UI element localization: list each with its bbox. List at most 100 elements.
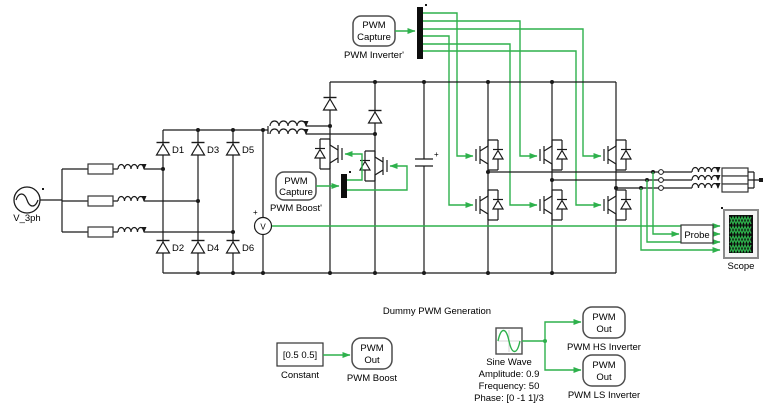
pwm-capture-boost-line1: PWM [284, 176, 307, 187]
sine-frequency: Frequency: 50 [479, 381, 540, 392]
constant-value: [0.5 0.5] [283, 350, 317, 361]
pwm-capture-inv-label: PWM Inverter' [344, 50, 404, 61]
diode-d6-label: D6 [242, 243, 254, 254]
diode-d5-label: D5 [242, 145, 254, 156]
ac-output-network [486, 166, 763, 193]
diode-d2-label: D2 [172, 243, 184, 254]
boost-inductor-2[interactable] [269, 128, 309, 135]
sine-amplitude: Amplitude: 0.9 [479, 369, 540, 380]
dc-link-capacitor[interactable]: + [415, 80, 439, 275]
igbt-ls2-icon[interactable] [539, 189, 568, 221]
current-sensor-a-icon[interactable] [658, 169, 664, 175]
inverter-bridge [330, 80, 632, 275]
pwm-out-hs-label: PWM HS Inverter [567, 342, 641, 353]
resistor-phase-b[interactable] [87, 195, 114, 207]
sine-wave-block[interactable]: Sine Wave Amplitude: 0.9 Frequency: 50 P… [474, 327, 544, 404]
pwm-out-boost-label: PWM Boost [347, 373, 398, 384]
boost-gate2-wire [347, 163, 408, 191]
load-resistor-c[interactable] [721, 183, 749, 193]
igbt-hs2-icon[interactable] [539, 139, 568, 171]
pwm-out-boost-line2: Out [364, 355, 380, 366]
inverter-gate-wires [423, 12, 602, 208]
dc-voltmeter-block[interactable]: V + [253, 130, 273, 273]
demux-bar-inverter[interactable] [417, 7, 423, 59]
rectifier-bridge[interactable]: D1 D3 D5 D2 D4 D6 [155, 128, 617, 275]
igbt-hs3-icon[interactable] [603, 139, 632, 171]
diode-d4-icon[interactable] [190, 239, 206, 254]
pwm-out-boost-block[interactable]: PWM Out PWM Boost [347, 337, 398, 384]
source-label: V_3ph [13, 213, 40, 224]
measurement-wires [272, 172, 721, 253]
filter-inductor-a[interactable] [691, 166, 721, 173]
load-resistor-b[interactable] [721, 175, 749, 185]
pwm-capture-inv-line1: PWM [362, 20, 385, 31]
inverter-legs [487, 82, 617, 273]
probe-text: Probe [684, 230, 709, 241]
igbt-ls3-icon[interactable] [603, 189, 632, 221]
inductor-phase-b[interactable] [117, 195, 147, 202]
gate-ls3-wire [423, 50, 602, 208]
pwm-out-ls-block[interactable]: PWM Out PWM LS Inverter [568, 354, 640, 401]
inverter-demux[interactable] [395, 4, 427, 59]
filter-inductor-b[interactable] [691, 174, 721, 181]
sine-label: Sine Wave [486, 357, 532, 368]
filter-inductor-c[interactable] [691, 182, 721, 189]
voltmeter-glyph: V [260, 223, 266, 232]
diode-d2-icon[interactable] [155, 239, 171, 254]
constant-block[interactable]: [0.5 0.5] Constant [276, 342, 324, 381]
resistor-phase-c[interactable] [87, 226, 114, 238]
pwm-out-boost-line1: PWM [360, 343, 383, 354]
igbt-hs1-icon[interactable] [475, 139, 504, 171]
pwm-capture-boost-block[interactable]: PWM Capture PWM Boost' [270, 171, 322, 214]
voltmeter-icon [253, 216, 273, 236]
sine-phase: Phase: [0 -1 1]/3 [474, 393, 544, 404]
boost-diode-2-icon[interactable] [367, 109, 383, 124]
demux-bar-boost[interactable] [341, 174, 347, 198]
boost-diode-1-icon[interactable] [322, 96, 338, 111]
boost-converter [263, 82, 388, 275]
capacitor-plus: + [434, 150, 439, 159]
current-sensor-c-icon[interactable] [658, 185, 664, 191]
pwm-out-ls-label: PWM LS Inverter [568, 390, 640, 401]
diode-d3-label: D3 [207, 145, 219, 156]
boost-demux[interactable] [316, 151, 408, 198]
voltmeter-plus: + [253, 208, 258, 217]
inductor-phase-c[interactable] [117, 226, 147, 233]
scope-block[interactable]: Scope [721, 207, 759, 272]
resistor-phase-a[interactable] [87, 163, 114, 175]
gate-hs3-wire [423, 28, 602, 159]
load-resistor-a[interactable] [721, 167, 749, 177]
pwm-out-hs-line2: Out [596, 324, 612, 335]
pwm-out-ls-line2: Out [596, 372, 612, 383]
igbt-ls1-icon[interactable] [475, 189, 504, 221]
inductor-phase-a[interactable] [117, 163, 147, 170]
pwm-out-hs-block[interactable]: PWM Out PWM HS Inverter [567, 306, 641, 353]
scope-label: Scope [728, 261, 755, 272]
phase-c-current-wire [640, 188, 721, 253]
source-wiring [40, 163, 233, 238]
diode-d1-icon[interactable] [155, 141, 171, 156]
pwm-capture-boost-line2: Capture [279, 187, 313, 198]
boost-gate1-wire [344, 151, 363, 181]
probe-block[interactable]: Probe [680, 224, 714, 244]
diode-d3-icon[interactable] [190, 141, 206, 156]
gate-hs2-wire [423, 20, 538, 159]
constant-label: Constant [281, 370, 319, 381]
phase-a-current-wire [652, 172, 680, 237]
boost-inductor-1[interactable] [269, 120, 309, 127]
scope-trace-icon [729, 215, 752, 254]
pwm-out-hs-line1: PWM [592, 312, 615, 323]
diode-d5-icon[interactable] [225, 141, 241, 156]
gate-ls2-wire [423, 43, 538, 208]
diode-d6-icon[interactable] [225, 239, 241, 254]
current-sensor-b-icon[interactable] [658, 177, 664, 183]
rectifier-rails [163, 129, 616, 274]
three-phase-source-block[interactable]: V_3ph [13, 186, 44, 224]
boost-igbt-1-icon[interactable] [314, 138, 343, 170]
boost-igbt-2-icon[interactable] [359, 150, 388, 182]
sine-curve-icon [497, 329, 521, 353]
pwm-out-ls-line1: PWM [592, 360, 615, 371]
pwm-capture-inverter-block[interactable]: PWM Capture PWM Inverter' [344, 15, 404, 61]
